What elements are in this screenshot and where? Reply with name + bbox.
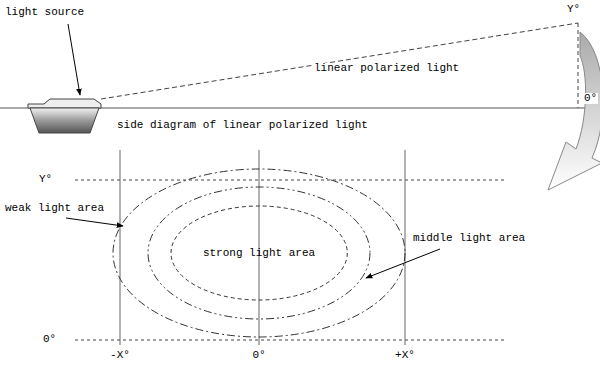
strong-area-outline [171,206,347,300]
middle-area-outline [148,187,370,319]
area-label: strong light area [203,248,315,259]
angle-line [578,23,579,108]
zero-line [75,340,505,341]
diagram-label: light source [4,7,85,18]
diagram-label: Y° [566,4,581,15]
diagram-label: linear polarized light [313,63,460,74]
diagram-label: Y° [38,174,53,185]
axis-line [120,150,121,345]
diagram-label: middle light area [412,233,526,244]
lamp-head [28,99,101,108]
diagram-label: side diagram of linear polarized light [116,120,369,131]
diagram-label: weak light area [4,203,105,214]
diagram-label: 0° [251,350,266,361]
leader-line [68,24,80,95]
diagram-label: -X° [109,350,131,361]
weak-area-outline [113,169,405,337]
lamp-body [30,108,99,133]
axis-line [405,150,406,345]
diagram-label: 0° [583,93,598,104]
light-ray [101,23,578,99]
leader-line [66,218,123,226]
strong-area-ellipse: strong light area [170,205,348,301]
rotation-arrow [548,32,600,190]
diagram-label: 0° [42,334,57,345]
leader-line [366,249,440,278]
diagram-label: +X° [394,350,416,361]
y-line [75,180,505,181]
